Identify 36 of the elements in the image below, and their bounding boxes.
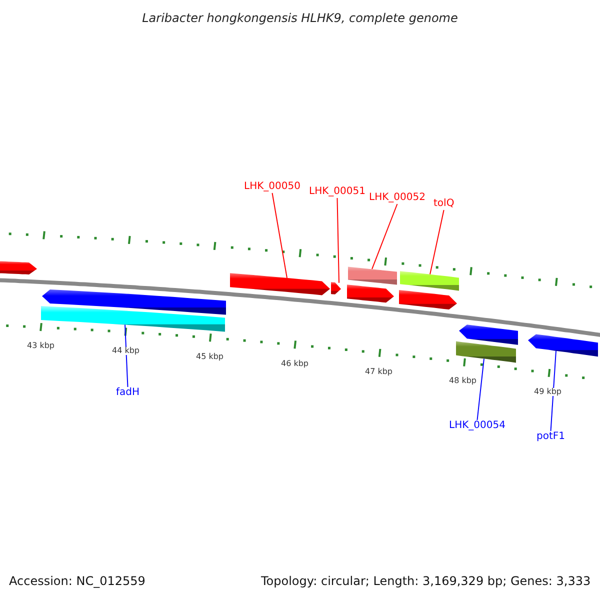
leader-line [372,204,398,270]
pointed-gene-feature [347,284,394,303]
gene-label: tolQ [434,199,454,209]
gene-label: LHK_00051 [309,187,366,197]
gene-label: LHK_00054 [449,421,506,431]
pointed-gene-feature [399,290,457,310]
scale-label: 48 kbp [449,377,477,386]
gene-feature [456,341,516,363]
scale-label: 44 kbp [112,346,140,355]
leader-line [272,192,288,278]
pointed-gene-feature [230,273,330,296]
scale-label: 47 kbp [365,368,393,376]
pointed-gene-feature [459,324,518,345]
gene-feature [400,271,459,291]
leader-line [124,324,128,388]
leader-line [550,350,556,432]
gene-label: LHK_00052 [369,193,426,203]
pointed-gene-feature [528,334,598,357]
gene-feature [41,306,225,332]
pointed-gene-feature [0,261,37,274]
pointed-gene-feature [331,282,341,294]
footer-text: Accession: NC_012559 [9,575,146,587]
pointed-gene-feature [42,290,226,315]
scale-label: 46 kbp [281,360,309,368]
gene-label: potF1 [536,432,566,442]
title: Laribacter hongkongensis HLHK9, complete genome [141,12,459,24]
scale-label: 45 kbp [196,352,224,361]
leader-line [430,210,444,275]
gene-label: LHK_00050 [244,182,300,192]
leader-line [476,358,484,420]
scale-label: 43 kbp [27,342,55,350]
gene-label: fadH [116,388,140,398]
scale-label: 49 kbp [534,388,562,396]
footer-text: Topology: circular; Length: 3,169,329 bp; Genes: 3,333 [261,575,591,587]
gene-feature [348,266,397,285]
leader-line [336,198,340,284]
